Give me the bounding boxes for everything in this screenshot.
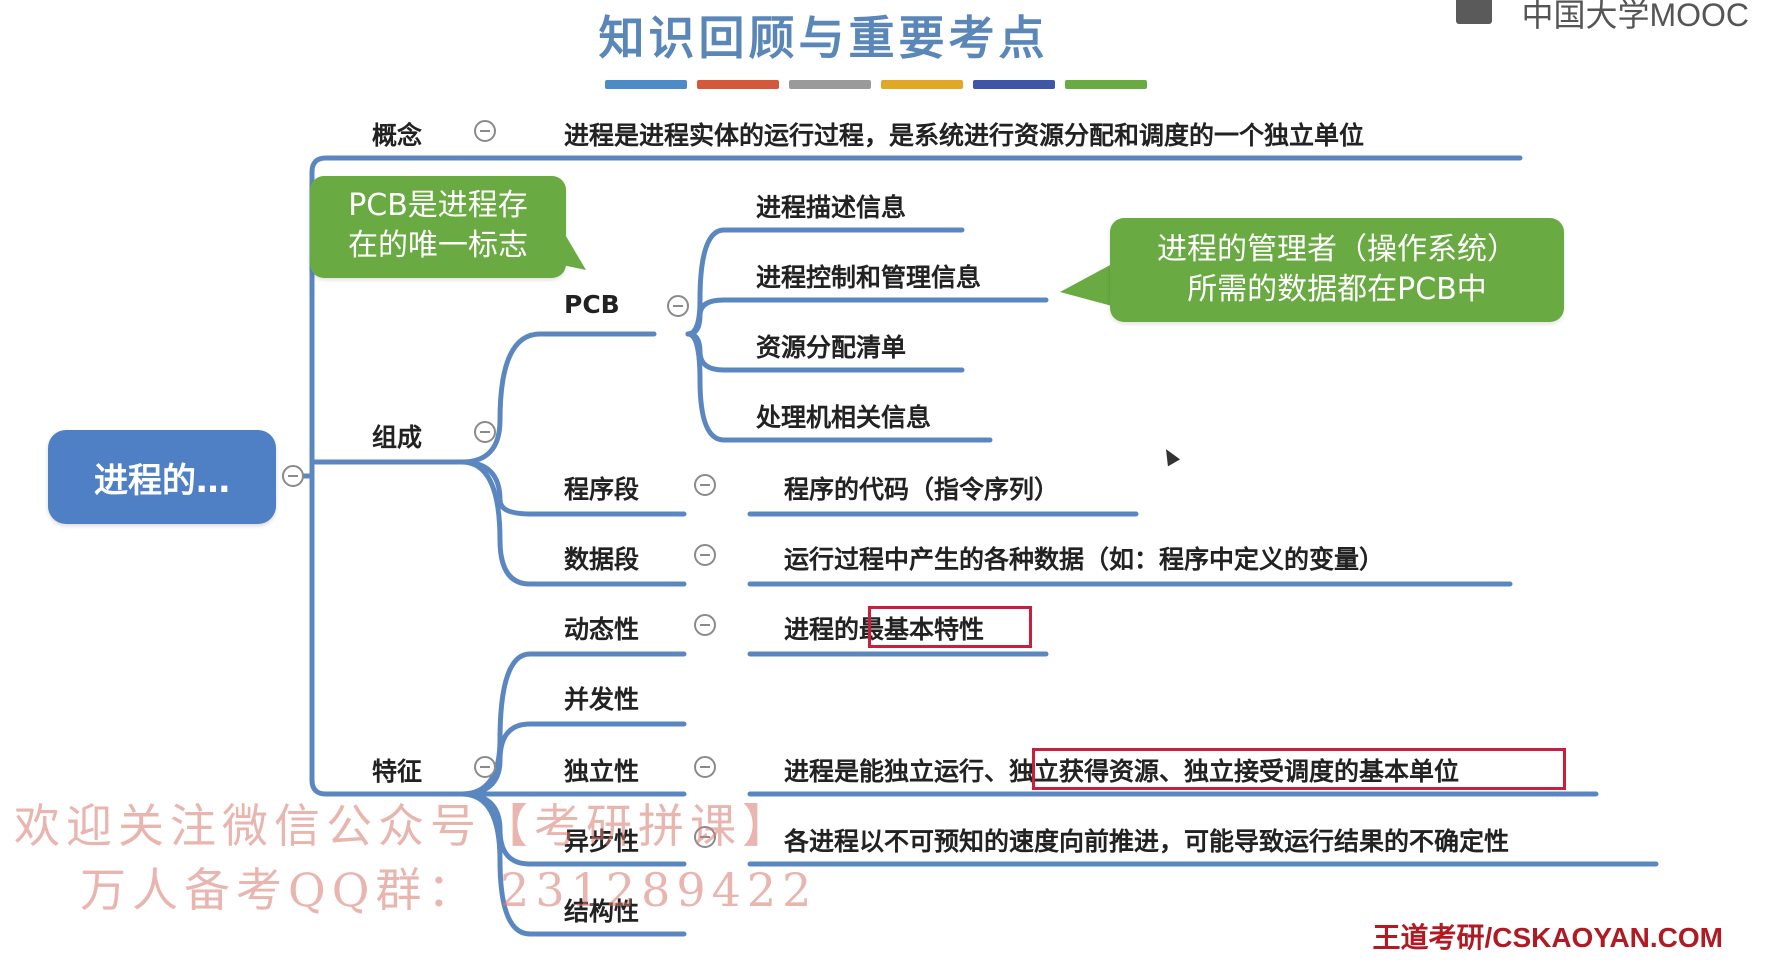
structure-label: 结构性 [564, 897, 640, 926]
page-title: 知识回顾与重要考点 [0, 2, 1777, 68]
title-bar-green [1065, 80, 1147, 89]
concept-text: 进程是进程实体的运行过程，是系统进行资源分配和调度的一个独立单位 [564, 121, 1365, 150]
watermark-line2: 万人备考QQ群： 231289422 [80, 863, 818, 917]
dynamic-highlight-box [868, 606, 1032, 648]
features-collapse-icon[interactable] [474, 756, 496, 778]
independence-label: 独立性 [564, 757, 640, 786]
asynchrony-collapse-icon[interactable] [694, 826, 716, 848]
pcb-item-resources: 资源分配清单 [756, 333, 907, 362]
callout-pcb-unique: PCB是进程存 在的唯一标志 [310, 176, 566, 278]
asynchrony-label: 异步性 [564, 827, 640, 856]
brand-logo: 中国大学MOOC [1521, 0, 1749, 33]
pcb-item-description: 进程描述信息 [756, 193, 907, 222]
data-segment-text: 运行过程中产生的各种数据（如：程序中定义的变量） [784, 545, 1385, 574]
callout-pcb-data-line1: 进程的管理者（操作系统） [1157, 232, 1517, 267]
pcb-label: PCB [564, 290, 620, 319]
composition-collapse-icon[interactable] [474, 421, 496, 443]
independence-collapse-icon[interactable] [694, 756, 716, 778]
title-bar-red [697, 80, 779, 89]
watermark-line1: 欢迎关注微信公众号【考研拼课】 [14, 799, 794, 853]
dynamic-text-prefix: 进程的 [784, 615, 860, 644]
callout-pcb-unique-line2: 在的唯一标志 [348, 228, 528, 263]
pcb-item-processor: 处理机相关信息 [756, 403, 932, 432]
concept-collapse-icon[interactable] [474, 120, 496, 142]
footer-brand: 王道考研/CSKAOYAN.COM [1372, 922, 1723, 953]
pcb-item-control: 进程控制和管理信息 [756, 263, 982, 292]
dynamic-collapse-icon[interactable] [694, 614, 716, 636]
callout-pcb-unique-line1: PCB是进程存 [348, 188, 528, 223]
title-bar-gray [789, 80, 871, 89]
program-segment-label: 程序段 [564, 475, 640, 504]
data-segment-collapse-icon[interactable] [694, 544, 716, 566]
independence-highlight-box [1032, 748, 1566, 790]
dynamic-label: 动态性 [564, 615, 640, 644]
concurrency-label: 并发性 [564, 685, 640, 714]
pcb-collapse-icon[interactable] [667, 295, 689, 317]
root-label: 进程的… [94, 460, 230, 501]
title-bar-navy [973, 80, 1055, 89]
branch-composition-label: 组成 [372, 423, 423, 452]
data-segment-label: 数据段 [564, 545, 640, 574]
dynamic-text-highlight: 最基本特性 [859, 615, 985, 644]
dynamic-text: 进程的最基本特性 [784, 610, 984, 646]
callout-pcb-data-line2: 所需的数据都在PCB中 [1187, 272, 1487, 307]
branch-features-label: 特征 [372, 757, 423, 786]
branch-concept-label: 概念 [372, 121, 423, 150]
program-segment-text: 程序的代码（指令序列） [784, 475, 1060, 504]
mooc-logo-icon [1456, 0, 1492, 24]
title-bar-yellow [881, 80, 963, 89]
title-text: 知识回顾与重要考点 [598, 11, 1049, 65]
asynchrony-text: 各进程以不可预知的速度向前推进，可能导致运行结果的不确定性 [784, 827, 1510, 856]
independence-text: 进程是能独立运行、独立获得资源、独立接受调度的基本单位 [784, 752, 1459, 788]
independence-text-prefix: 进程是能独立运行、 [784, 757, 1010, 786]
root-node[interactable]: 进程的… [48, 430, 276, 524]
program-segment-collapse-icon[interactable] [694, 474, 716, 496]
title-bar-blue [605, 80, 687, 89]
callout-pcb-data: 进程的管理者（操作系统） 所需的数据都在PCB中 [1110, 218, 1564, 322]
independence-text-highlight: 独立获得资源、独立接受调度的基本单位 [1009, 757, 1460, 786]
root-collapse-icon[interactable] [282, 465, 304, 487]
